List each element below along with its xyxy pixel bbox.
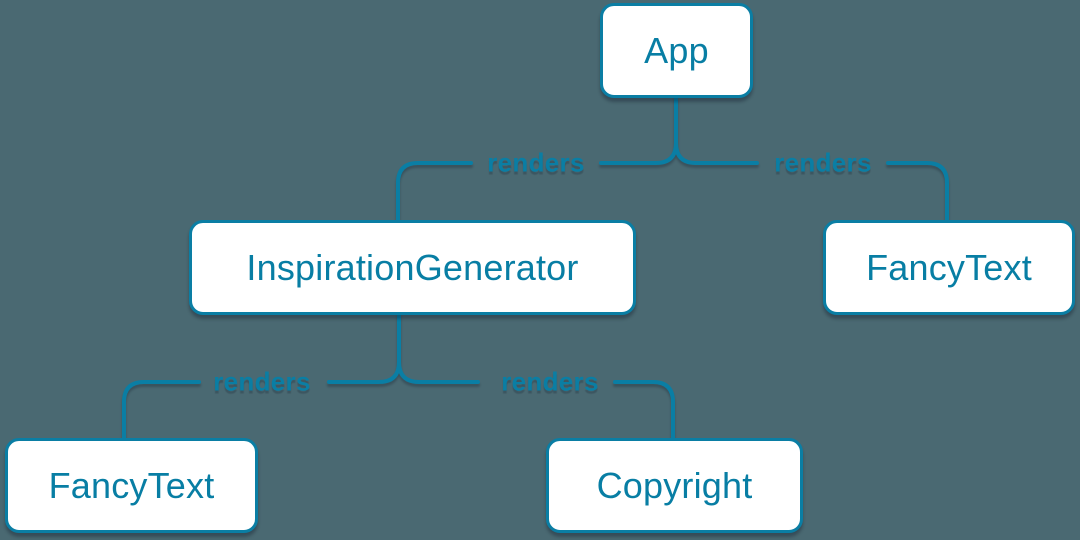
edge-label-renders-inspirationgenerator-copyright: renders [501,366,599,397]
edge-inspirationgenerator-to-fancytext-left-half [122,380,201,440]
edge-inspirationgenerator-to-fancytext-right-half [327,313,401,384]
edge-label-renders-app-inspirationgenerator: renders [487,147,585,178]
edge-app-to-fancytext-left-half [674,141,759,165]
node-fancy-text-bottom: FancyText [5,438,258,533]
edge-label-renders-inspirationgenerator-fancytext: renders [213,366,311,397]
node-inspiration-generator: InspirationGenerator [189,220,636,315]
edge-app-to-fancytext-right-half [886,161,949,222]
edge-inspirationgenerator-to-copyright-left-half [397,360,480,384]
edge-app-to-inspirationgenerator-right-half [599,96,678,165]
edge-inspirationgenerator-to-copyright-right-half [613,380,675,440]
node-fancy-text-top: FancyText [823,220,1075,315]
node-copyright: Copyright [546,438,803,533]
node-app: App [600,3,753,98]
edge-label-renders-app-fancytext: renders [774,147,872,178]
edge-app-to-inspirationgenerator-left-half [396,161,473,222]
